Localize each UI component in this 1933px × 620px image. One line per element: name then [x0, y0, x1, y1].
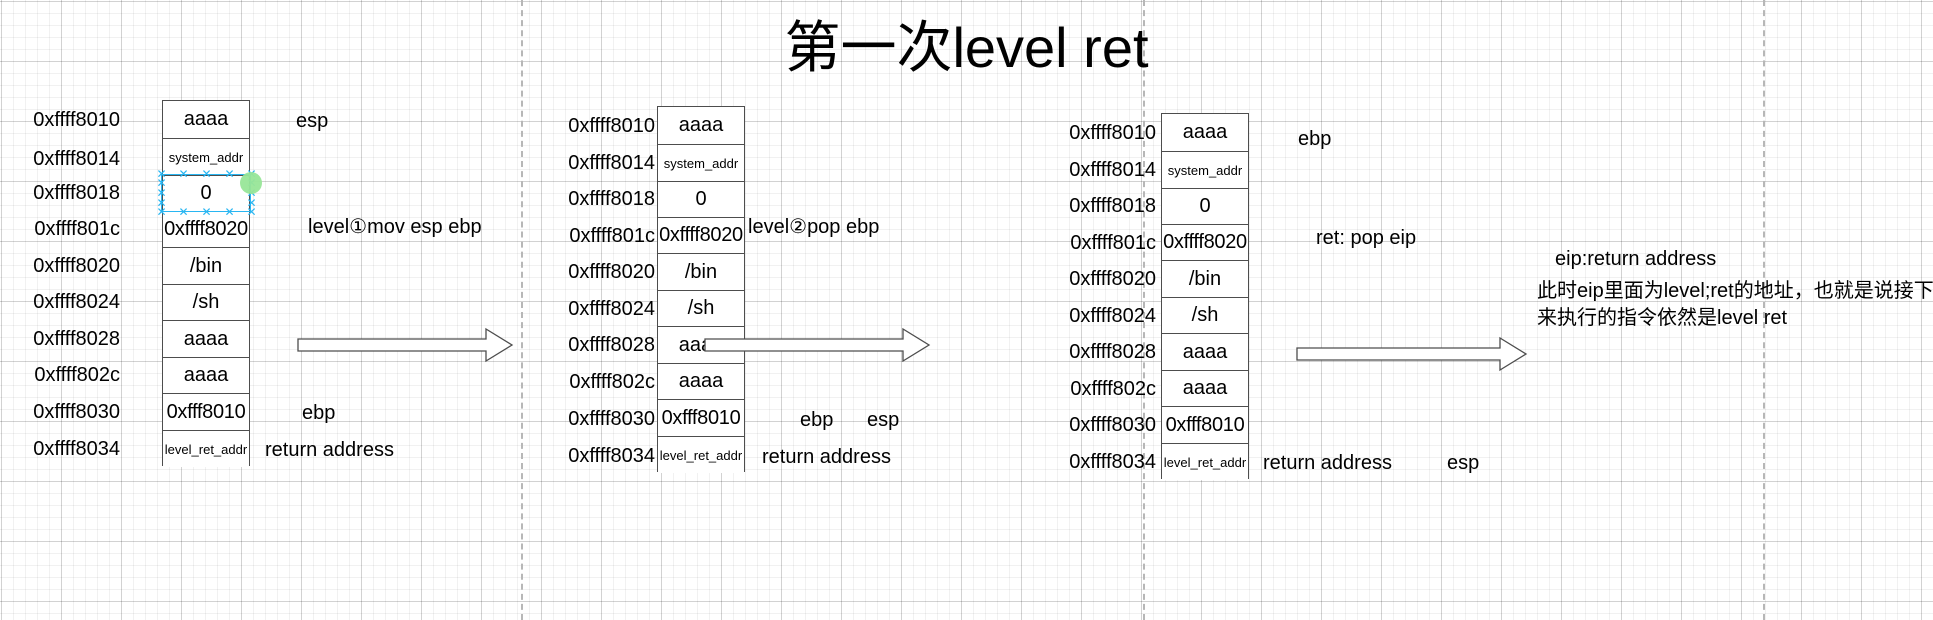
address-label: 0xffff8024	[33, 291, 120, 313]
address-label: 0xffff801c	[34, 218, 120, 240]
address-label: 0xffff8018	[33, 182, 120, 204]
stack-cell[interactable]: aaaa	[163, 358, 249, 394]
register-label-esp: esp	[296, 110, 329, 132]
address-label: 0xffff8024	[1069, 305, 1156, 327]
stack-cell[interactable]: aaaa	[163, 101, 249, 139]
stack-cell[interactable]: 0xfff8010	[658, 400, 744, 437]
address-label: 0xffff8030	[568, 408, 655, 430]
stack-table-1: aaaa system_addr 0 0xffff8020 /bin /sh a…	[162, 100, 250, 467]
stack-table-2: aaaa system_addr 0 0xffff8020 /bin /sh a…	[657, 106, 745, 473]
address-label: 0xffff802c	[34, 364, 120, 386]
stack-cell[interactable]: 0	[658, 182, 744, 218]
address-label: 0xffff802c	[569, 371, 655, 393]
stack-cell[interactable]: system_addr	[163, 139, 249, 176]
stack-cell[interactable]: 0xfff8010	[163, 394, 249, 431]
stack-cell[interactable]: level_ret_addr	[658, 437, 744, 473]
stack-cell[interactable]: 0xfff8010	[1162, 407, 1248, 444]
register-label-ebp: ebp	[800, 409, 834, 431]
flow-arrow-2	[704, 327, 931, 363]
address-label: 0xffff8030	[33, 401, 120, 423]
address-label: 0xffff8018	[568, 188, 655, 210]
return-address-label: return address	[1263, 452, 1392, 474]
return-address-label: return address	[762, 446, 891, 468]
stack-cell[interactable]: 0	[1162, 189, 1248, 225]
flow-arrow-1	[297, 327, 514, 363]
address-label: 0xffff8030	[1069, 414, 1156, 436]
stack-cell[interactable]: system_addr	[658, 145, 744, 182]
step-label-3: ret: pop eip	[1316, 227, 1417, 249]
step-label-2: level②pop ebp	[748, 216, 880, 238]
stack-cell[interactable]: aaaa	[1162, 334, 1248, 371]
eip-explanation-text: 此时eip里面为level;ret的地址，也就是说接下来执行的指令依然是leve…	[1537, 280, 1933, 329]
stack-cell[interactable]: /sh	[658, 291, 744, 327]
stack-cell[interactable]: 0	[163, 176, 249, 212]
return-address-label: return address	[265, 439, 394, 461]
stack-cell[interactable]: 0xffff8020	[163, 212, 249, 248]
address-label: 0xffff8018	[1069, 195, 1156, 217]
address-label: 0xffff8034	[33, 438, 120, 460]
address-label: 0xffff8020	[1069, 268, 1156, 290]
stack-cell[interactable]: /bin	[658, 254, 744, 291]
eip-return-address-label: eip:return address	[1555, 248, 1717, 270]
page-separator-2	[1143, 0, 1145, 620]
address-label: 0xffff8024	[568, 298, 655, 320]
address-label: 0xffff8014	[568, 152, 655, 174]
stack-cell[interactable]: aaaa	[658, 107, 744, 145]
stack-cell[interactable]: aaaa	[1162, 114, 1248, 152]
stack-table-3: aaaa system_addr 0 0xffff8020 /bin /sh a…	[1161, 113, 1249, 480]
stack-cell[interactable]: /bin	[163, 248, 249, 285]
address-label: 0xffff8028	[1069, 341, 1156, 363]
address-label: 0xffff8010	[1069, 122, 1156, 144]
address-label: 0xffff8028	[568, 334, 655, 356]
address-label: 0xffff802c	[1070, 378, 1156, 400]
stack-cell[interactable]: level_ret_addr	[1162, 444, 1248, 480]
register-label-esp: esp	[867, 409, 900, 431]
stack-cell[interactable]: system_addr	[1162, 152, 1248, 189]
register-label-ebp: ebp	[1298, 128, 1332, 150]
stack-cell[interactable]: aaaa	[658, 364, 744, 400]
stack-cell[interactable]: level_ret_addr	[163, 431, 249, 467]
step-label-1: level①mov esp ebp	[308, 216, 482, 238]
stack-cell[interactable]: /sh	[1162, 298, 1248, 334]
stack-cell[interactable]: aaaa	[1162, 371, 1248, 407]
stack-cell[interactable]: 0xffff8020	[658, 218, 744, 254]
address-label: 0xffff8020	[33, 255, 120, 277]
page-separator-3	[1763, 0, 1765, 620]
flow-arrow-3	[1296, 336, 1528, 372]
address-label: 0xffff8020	[568, 261, 655, 283]
page-separator-1	[521, 0, 523, 620]
stack-cell[interactable]: /bin	[1162, 261, 1248, 298]
stack-cell[interactable]: /sh	[163, 285, 249, 321]
stack-cell[interactable]: 0xffff8020	[1162, 225, 1248, 261]
register-label-ebp: ebp	[302, 402, 336, 424]
register-label-esp: esp	[1447, 452, 1480, 474]
address-label: 0xffff8010	[33, 109, 120, 131]
address-label: 0xffff801c	[1070, 232, 1156, 254]
address-label: 0xffff8014	[1069, 159, 1156, 181]
address-label: 0xffff8034	[1069, 451, 1156, 473]
address-label: 0xffff8028	[33, 328, 120, 350]
address-label: 0xffff8010	[568, 115, 655, 137]
address-label: 0xffff8014	[33, 148, 120, 170]
address-label: 0xffff8034	[568, 445, 655, 467]
page-title: 第一次level ret	[784, 16, 1149, 79]
address-label: 0xffff801c	[569, 225, 655, 247]
stack-cell[interactable]: aaaa	[163, 321, 249, 358]
